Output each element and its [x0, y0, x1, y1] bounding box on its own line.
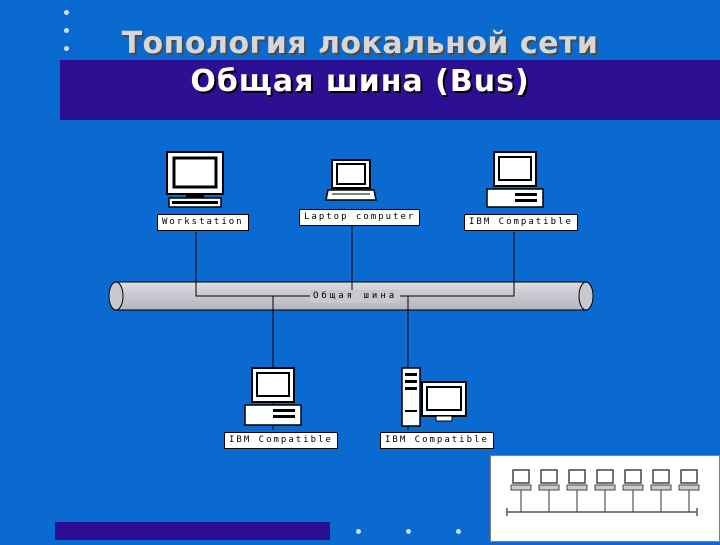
- decor-dot: [64, 10, 69, 15]
- workstation-icon: [166, 151, 224, 208]
- thumb-computer-icon: [622, 469, 644, 512]
- decor-dot: [456, 529, 461, 534]
- node-label-workstation: Workstation: [157, 214, 249, 231]
- thumb-computer-icon: [678, 469, 700, 512]
- thumb-computer-icon: [510, 469, 532, 512]
- bus-thumbnail-icon: [506, 469, 700, 516]
- tower-pc-icon: [401, 367, 467, 427]
- decor-dot: [356, 529, 361, 534]
- desktop-pc-icon: [486, 151, 544, 208]
- bottom-bar: [55, 522, 330, 540]
- subtitle-bar: [60, 60, 720, 120]
- bus-label: Общая шина: [310, 290, 401, 303]
- decor-dot: [64, 46, 69, 51]
- node-label-laptop: Laptop computer: [299, 209, 421, 226]
- node-label-ibm-bottom-left: IBM Compatible: [224, 432, 338, 449]
- decor-dot: [406, 529, 411, 534]
- decor-dot: [64, 28, 69, 33]
- node-label-ibm-top: IBM Compatible: [464, 214, 578, 231]
- slide-title: Топология локальной сети: [121, 26, 599, 61]
- node-label-ibm-bottom-right: IBM Compatible: [380, 432, 494, 449]
- laptop-icon: [325, 159, 377, 201]
- thumb-computer-icon: [566, 469, 588, 512]
- thumb-computer-icon: [538, 469, 560, 512]
- bus-thumbnail: [490, 455, 720, 542]
- slide-subtitle: Общая шина (Bus): [190, 64, 530, 99]
- thumb-computer-icon: [650, 469, 672, 512]
- thumb-computer-icon: [594, 469, 616, 512]
- desktop-pc-icon: [244, 367, 302, 426]
